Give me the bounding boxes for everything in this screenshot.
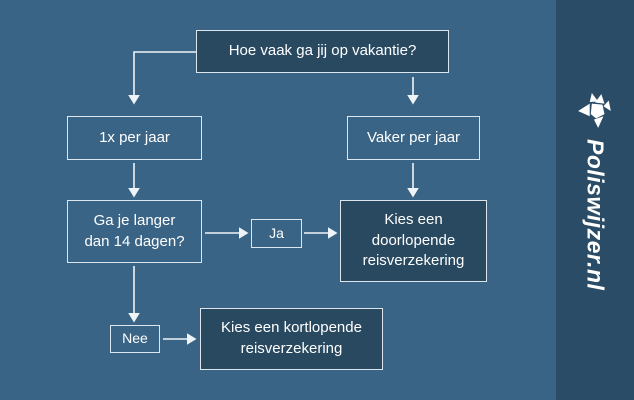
flow-node-more-per-year: Vaker per jaar — [347, 116, 480, 160]
flow-node-no: Nee — [110, 325, 160, 353]
arrow-longer-to-no — [128, 266, 140, 323]
poliswijzer-logo-icon — [578, 93, 611, 128]
flow-node-yes-label: Ja — [269, 224, 284, 241]
flow-node-more-per-year-label: Vaker per jaar — [366, 128, 461, 146]
flow-node-once-per-year-label: 1x per jaar — [99, 128, 170, 146]
flow-node-no-label: Nee — [122, 330, 148, 347]
flow-node-longer-than-14-days-label: Ga je langer dan 14 dagen? — [84, 211, 185, 250]
brand-name: Poliswijzer.nl — [582, 139, 609, 291]
flow-node-short-term-insurance-label: Kies een kortlopende reisverzekering — [221, 319, 362, 357]
flow-node-continuous-insurance: Kies een doorlopende reisverzekering — [340, 200, 487, 282]
flow-node-question: Hoe vaak ga jij op vakantie? — [196, 30, 449, 73]
flow-node-once-per-year: 1x per jaar — [67, 116, 202, 160]
arrow-more-to-continuous — [407, 163, 419, 198]
arrow-question-to-once — [128, 51, 196, 105]
arrow-question-to-more — [407, 77, 419, 105]
flow-node-short-term-insurance: Kies een kortlopende reisverzekering — [200, 308, 383, 370]
brand-sidebar: Poliswijzer.nl — [556, 0, 634, 400]
arrow-longer-to-yes — [205, 227, 249, 239]
arrow-yes-to-continuous — [304, 227, 338, 239]
flow-node-question-label: Hoe vaak ga jij op vakantie? — [228, 42, 417, 60]
flow-node-yes: Ja — [251, 219, 302, 248]
flow-node-continuous-insurance-label: Kies een doorlopende reisverzekering — [362, 210, 465, 270]
arrow-once-to-longer — [128, 163, 140, 198]
arrow-no-to-short-term — [163, 333, 197, 345]
flow-node-longer-than-14-days: Ga je langer dan 14 dagen? — [67, 200, 202, 263]
